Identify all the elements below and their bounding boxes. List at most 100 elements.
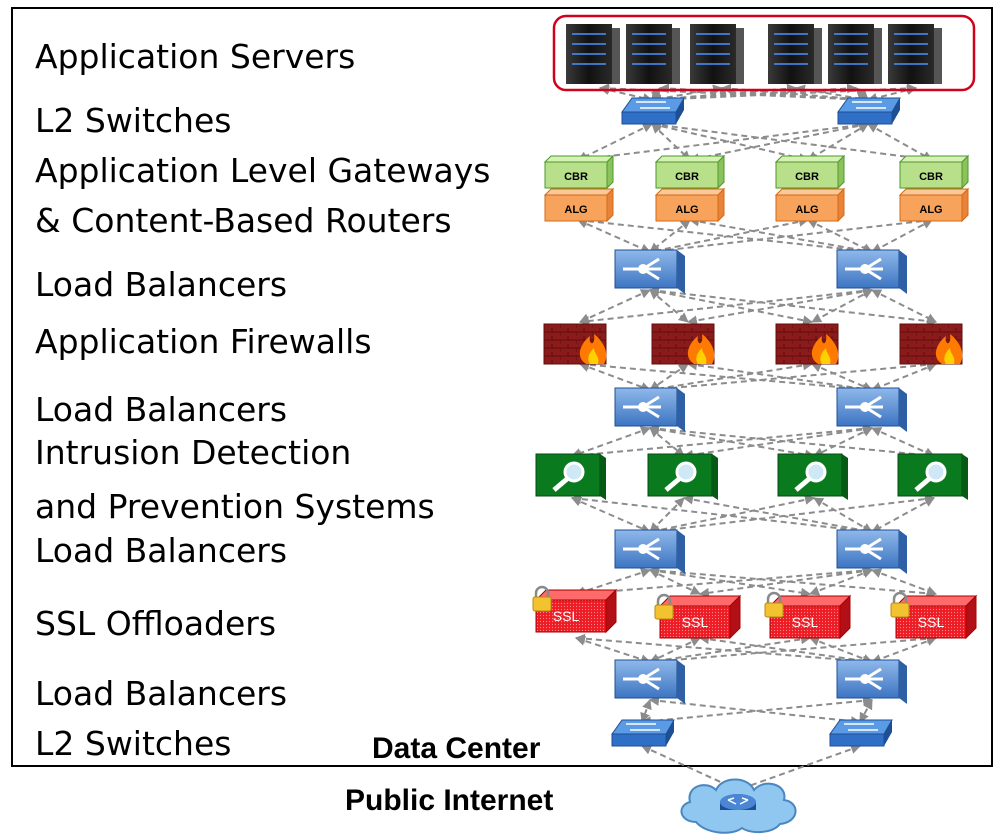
firewall-icon [775,323,839,365]
switch-icon [829,719,893,747]
ssl-label: SSL [682,614,709,630]
connection-line [871,497,935,533]
connection-line [871,427,935,457]
data-center-label: Data Center [372,732,541,765]
connection-line [871,219,933,253]
data-center-boundary [11,7,993,767]
alg-label: ALG [795,204,818,216]
switch-icon [611,719,675,747]
connection-line [641,695,873,727]
connection-line [577,120,869,164]
load-balancer-icon [614,659,685,704]
connection-line [577,219,651,253]
layer-label-load-balancers-4: Load Balancers [35,674,288,713]
cbr-label: CBR [795,171,819,183]
connection-line [651,120,933,164]
connection-line [649,359,937,395]
alg-label: ALG [675,204,698,216]
connection-line [575,636,651,664]
alg-box-icon: ALG [774,187,846,223]
ssl-offloader-icon: SSL [534,588,618,634]
connection-line [579,359,873,395]
firewall-icon [651,323,715,365]
layer-label-application-servers: Application Servers [35,37,356,76]
alg-label: ALG [564,204,587,216]
connection-line [649,427,685,457]
server-icon [888,24,942,84]
ids-icon [647,453,718,500]
ssl-label: SSL [792,614,819,630]
connection-line [579,286,873,326]
firewall-icon [543,323,607,365]
connection-line [649,497,685,533]
layer-label-alg: Application Level Gateways [35,151,491,190]
connection-line [811,289,873,323]
layer-label-intrusion-detection: Intrusion Detection [35,433,352,472]
layer-label-prevention-systems: and Prevention Systems [35,487,435,526]
load-balancer-icon [836,387,907,432]
device-icons: CBR ALG CBR ALG [532,14,978,834]
cbr-box-icon: CBR [654,154,726,190]
server-icon [690,24,744,84]
layer-label-application-firewalls: Application Firewalls [35,322,372,361]
load-balancer-icon [614,529,685,574]
alg-box-icon: ALG [654,187,726,223]
switch-icon [621,97,685,125]
server-icon [768,24,822,84]
server-icon [626,24,680,84]
connection-line [737,744,861,792]
connection-line [809,568,873,596]
connection-line [641,745,739,791]
connection-line [867,123,933,161]
firewall-icon [899,323,963,365]
connection-line [649,633,937,667]
cbr-label: CBR [919,171,943,183]
layer-label-ssl-offloaders: SSL Offloaders [35,604,277,643]
layer-label-l2-switches-bottom: L2 Switches [35,724,232,763]
alg-label: ALG [919,204,942,216]
connection-line [579,289,651,323]
connection-line [649,494,935,536]
cbr-box-icon: CBR [898,154,970,190]
connection-line [571,497,651,533]
connection-line [807,123,869,161]
layer-label-l2-switches-top: L2 Switches [35,101,232,140]
connection-line [649,216,933,256]
server-icon [566,24,620,84]
server-icon [828,24,882,84]
connection-line [640,699,652,723]
padlock-icon [890,591,910,618]
alg-box-icon: ALG [898,187,970,223]
connection-line [649,289,689,323]
connection-line [651,123,691,161]
cbr-label: CBR [675,171,699,183]
layer-label-cbr: & Content-Based Routers [35,201,452,240]
cbr-box-icon: CBR [543,154,615,190]
connection-line [687,286,873,326]
load-balancer-icon [614,249,685,294]
connection-line [699,566,873,598]
ssl-label: SSL [553,608,580,624]
load-balancer-icon [614,387,685,432]
connection-line [813,427,873,457]
load-balancer-icon [836,529,907,574]
connection-line [571,494,873,536]
connection-line [871,568,937,596]
load-balancer-icon [836,249,907,294]
connection-line [649,565,937,599]
padlock-icon [654,593,674,620]
cbr-box-icon: CBR [774,154,846,190]
router-cloud-icon [680,778,797,834]
connection-line [871,362,937,392]
padlock-icon [764,591,784,618]
connection-line [649,286,937,326]
cbr-label: CBR [564,171,588,183]
ids-icon [897,453,968,500]
ssl-label: SSL [918,614,945,630]
public-internet-label: Public Internet [345,784,554,817]
switch-icon [837,97,901,125]
connection-line [571,423,873,461]
ids-icon [777,453,848,500]
server-group-outline [552,14,976,92]
